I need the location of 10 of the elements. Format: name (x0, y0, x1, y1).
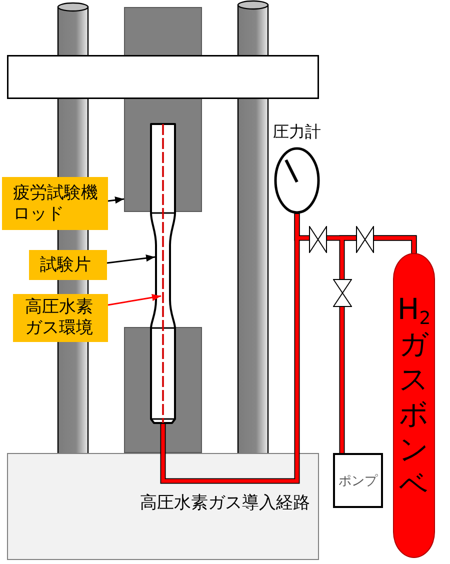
callout-box: 高圧水素ガス環境 (13, 294, 108, 342)
gauge-label: 圧力計 (273, 122, 321, 142)
gas-cylinder: H$_{2}$ガスボンベ (393, 253, 435, 558)
leader-arrow (108, 196, 124, 204)
callout-box: 試験片 (29, 250, 107, 280)
leader-arrow (108, 294, 162, 306)
callout-box: 疲労試験機ロッド (2, 177, 108, 230)
leader-arrow (106, 254, 156, 264)
pump-box: ポンプ (333, 453, 383, 508)
route-label: 高圧水素ガス導入経路 (140, 492, 310, 514)
